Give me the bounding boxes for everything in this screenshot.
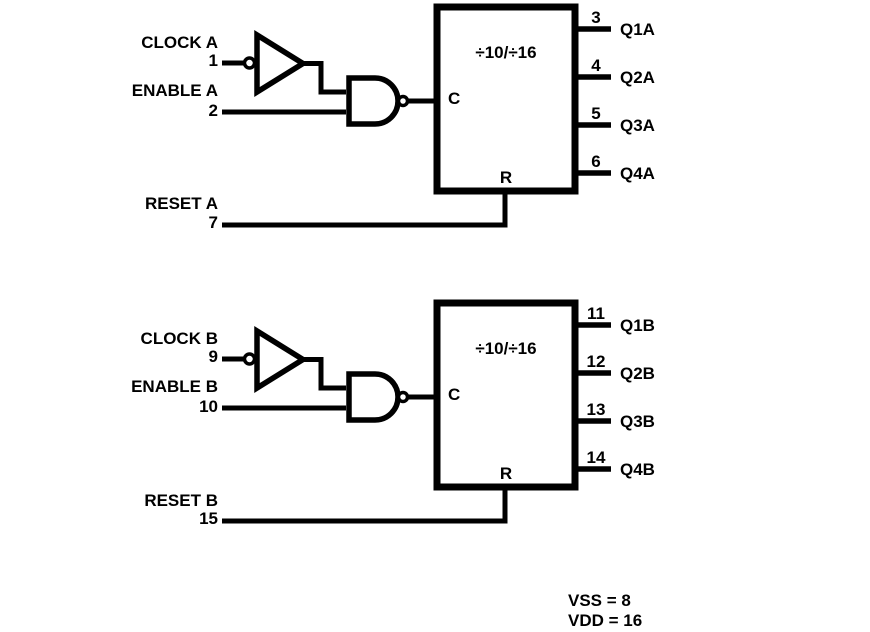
enable-a-label: ENABLE A bbox=[131, 81, 218, 100]
counter-b-clock-port: C bbox=[448, 385, 461, 404]
output-pin-number: 12 bbox=[586, 352, 606, 371]
output-label: Q3B bbox=[620, 412, 655, 431]
counter-a-box bbox=[433, 3, 579, 195]
output-pin-number: 11 bbox=[587, 304, 605, 323]
counter-a-reset-port: R bbox=[499, 168, 513, 187]
enable-b-pin: 10 bbox=[199, 397, 218, 416]
output-label: Q2B bbox=[620, 364, 655, 383]
buffer-a-to-nand-wire bbox=[303, 61, 346, 95]
clock-a-pin: 1 bbox=[208, 51, 218, 70]
vdd-pin-note: VDD = 16 bbox=[568, 611, 643, 630]
clock-b-label: CLOCK B bbox=[140, 329, 218, 348]
reset-a-label: RESET A bbox=[144, 194, 218, 213]
nand-a-gate-icon bbox=[346, 75, 401, 127]
nand-a-output-bubble-icon bbox=[396, 94, 410, 108]
counter-b-box bbox=[433, 299, 579, 491]
output-pin-number: 3 bbox=[591, 8, 601, 27]
counter-b-reset-port: R bbox=[499, 464, 513, 483]
reset-a-wire bbox=[222, 192, 508, 228]
output-pin-number: 13 bbox=[586, 400, 606, 419]
reset-b-label: RESET B bbox=[144, 491, 218, 510]
clock-a-label: CLOCK A bbox=[141, 33, 218, 52]
clock-b-pin: 9 bbox=[208, 347, 218, 366]
output-label: Q1A bbox=[620, 20, 655, 39]
counter-a-clock-port: C bbox=[448, 89, 461, 108]
reset-b-pin: 15 bbox=[199, 509, 218, 528]
output-pin-number: 6 bbox=[591, 152, 601, 171]
clock-a-input-bubble-icon bbox=[242, 56, 257, 70]
output-pin-number: 5 bbox=[591, 104, 601, 123]
reset-b-wire bbox=[222, 488, 508, 524]
enable-a-pin: 2 bbox=[208, 101, 218, 120]
section-a-artwork bbox=[222, 3, 611, 228]
nand-b-output-bubble-icon bbox=[396, 390, 410, 404]
output-label: Q1B bbox=[620, 316, 655, 335]
vss-pin-note: VSS = 8 bbox=[568, 591, 631, 610]
output-pin-number: 4 bbox=[591, 56, 601, 75]
output-label: Q3A bbox=[620, 116, 655, 135]
nand-b-gate-icon bbox=[346, 371, 401, 423]
buffer-b-to-nand-wire bbox=[303, 357, 346, 391]
clock-a-buffer-icon bbox=[254, 30, 309, 97]
counter-a-function-label: ÷10/÷16 bbox=[475, 43, 537, 62]
clock-b-input-bubble-icon bbox=[242, 352, 257, 366]
reset-a-pin: 7 bbox=[208, 213, 218, 232]
section-b-artwork bbox=[222, 299, 611, 524]
enable-b-label: ENABLE B bbox=[131, 377, 218, 396]
output-label: Q4B bbox=[620, 460, 655, 479]
clock-b-buffer-icon bbox=[254, 326, 309, 393]
counter-b-function-label: ÷10/÷16 bbox=[475, 339, 537, 358]
output-label: Q4A bbox=[620, 164, 655, 183]
output-pin-number: 14 bbox=[586, 448, 606, 467]
output-label: Q2A bbox=[620, 68, 655, 87]
